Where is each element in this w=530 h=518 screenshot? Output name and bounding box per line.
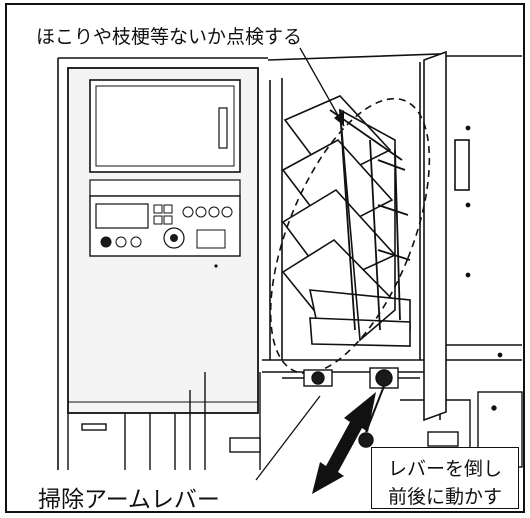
instruction-line-1: レバーを倒し bbox=[387, 458, 502, 480]
figure-frame bbox=[5, 3, 525, 513]
control-door bbox=[67, 67, 259, 414]
cleaning-arm-lever-label: 掃除アームレバー bbox=[38, 487, 220, 513]
instruction-box: レバーを倒し 前後に動かす bbox=[371, 447, 519, 509]
double-headed-arrow-icon bbox=[312, 392, 376, 494]
cleaning-arm-lever bbox=[282, 367, 420, 448]
inspect-leader-line bbox=[299, 47, 345, 127]
inspect-callout-label: ほこりや枝梗等ないか点検する bbox=[36, 26, 303, 48]
inspection-zone-ellipse bbox=[269, 97, 431, 375]
instruction-line-2: 前後に動かす bbox=[387, 486, 502, 508]
inspect-leader-arrowhead bbox=[334, 110, 344, 126]
sieve-trays bbox=[281, 95, 411, 347]
side-door bbox=[423, 50, 503, 422]
lcd-screen bbox=[95, 203, 149, 229]
door-handle bbox=[218, 107, 228, 149]
lever-leader-line bbox=[255, 395, 321, 481]
display-window bbox=[89, 79, 241, 173]
